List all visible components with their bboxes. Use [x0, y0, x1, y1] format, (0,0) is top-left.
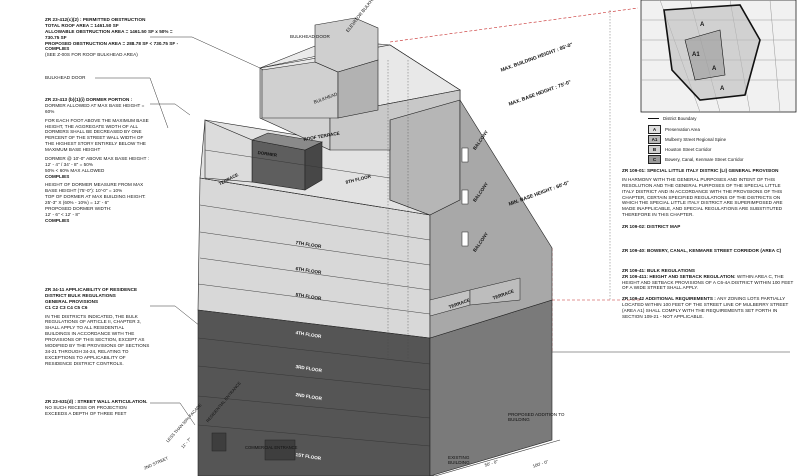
note-line: 25'-3" X (60% - 10%) = 12' - 6" [45, 200, 109, 205]
note-line: IN THE DISTRICTS INDICATED, THE BULK REG… [45, 313, 150, 366]
section-title: ZR 109-42 ADDITIONAL REQUIREMENTS : [622, 296, 716, 302]
section-body: ANY ZONING LOTS PARTIALLY LOCATED WITHIN… [622, 296, 789, 319]
section-body: IN HARMONY WITH THE GENERAL PURPOSES AND… [622, 176, 783, 218]
legend-swatch: C [648, 155, 661, 164]
legend-row: District Boundary [648, 116, 696, 121]
note-line: TOTAL ROOF AREA = 1461.50 SF [45, 22, 119, 28]
legend-label: Bowery, Canal, Kenmare Street Corridor [665, 157, 744, 162]
commercial-entrance-label: COMMERCIAL ENTRANCE [245, 445, 298, 450]
legend-label: Houston Street Corridor [665, 147, 712, 152]
legend-row: C Bowery, Canal, Kenmare Street Corridor [648, 155, 744, 164]
right-notes: ZR 109-01: SPECIAL LITTLE ITALY DISTRIC … [622, 168, 794, 320]
note-line: DORMER ALLOWED AT MAX BASE HEIGHT = 60% [45, 102, 145, 114]
legend-swatch: B [648, 145, 661, 154]
section-title: ZR 109-41: BULK REGULATIONS [622, 267, 695, 273]
section-body: WITHIN AREA C, THE HEIGHT AND SETBACK PR… [622, 273, 794, 291]
legend-row: A1 Mulberry Street Regional Spine [648, 135, 726, 144]
bulkhead-door-label: BULKHEAD DOOR [290, 34, 330, 39]
note-line: (SEE Z-00S FOR ROOF BULKHEAD AREA) [45, 52, 138, 58]
note-line: PROPOSED DORMER WIDTH: [45, 205, 112, 211]
permitted-obstruction-note: ZR 23-412(c)(2) : PERMITTED OBSTRUCTION … [45, 17, 180, 58]
note-title: ZR 23-631(d) : STREET WALL ARTICULATION. [45, 399, 148, 404]
note-line: COMPLIES [45, 217, 70, 223]
note-title: ZR 23-412(c)(2) : PERMITTED OBSTRUCTION [45, 17, 146, 22]
note-line: PROPOSED OBSTRUCTION AREA = 288.78 SF < … [45, 40, 179, 52]
proposed-addition-label: PROPOSED ADDITION TO BUILDING [508, 412, 565, 422]
legend-label: Preservation Area [665, 127, 700, 132]
legend-row: A Preservation Area [648, 125, 700, 134]
legend-label: Mulberry Street Regional Spine [665, 137, 727, 142]
note-title: ZR 34-11 APPLICABILITY OF RESIDENCE DIST… [45, 287, 138, 298]
note-line: 12' - 4" / 34' - 8" = 50% [45, 161, 94, 167]
note-line: ALLOWABLE OBSTRUCTION AREA = 1461.50 SF … [45, 28, 173, 40]
dormer-note: ZR 23-413 (b)(1)(i) DORMER PORTION : DOR… [45, 97, 150, 224]
note-line: HEIGHT OF DORMER MEASURE FROM MAX BASE H… [45, 182, 144, 194]
map-area-label: A [720, 86, 725, 92]
note-line: GENERAL PROVISIONS [45, 298, 99, 304]
note-line: 12' - 6" < 12' - 8" [45, 211, 80, 217]
legend-label: District Boundary [663, 116, 697, 121]
section-title: ZR 109-02: DISTRICT MAP [622, 224, 681, 229]
legend-swatch: A1 [648, 135, 661, 144]
note-line: TOP OF DORMER AT MAX BUILDING HEIGHT: [45, 194, 146, 200]
section-title: ZR 109-01: SPECIAL LITTLE ITALY DISTRIC … [622, 168, 779, 173]
note-title: ZR 23-413 (b)(1)(i) DORMER PORTION : [45, 97, 133, 102]
map-area-label: A [700, 22, 705, 28]
note-line: DORMER @ 10'-0" ABOVE MAX BASE HEIGHT : [45, 155, 149, 161]
note-line: COMPLIES [45, 173, 70, 179]
applicability-note: ZR 34-11 APPLICABILITY OF RESIDENCE DIST… [45, 287, 150, 366]
map-area-label: A [712, 66, 717, 72]
note-line: C1 C2 C3 C4 C5 C6 [45, 304, 88, 310]
street-wall-note: ZR 23-631(d) : STREET WALL ARTICULATION.… [45, 399, 150, 417]
section-title: ZR 109-411: HEIGHT AND SETBACK REGULATIO… [622, 273, 736, 279]
bulkhead-door-label-left: BULKHEAD DOOR [45, 75, 86, 80]
note-line: NO SUCH RECESS OR PROJECTION EXCEEDS A D… [45, 404, 127, 416]
legend-row: B Houston Street Corridor [648, 145, 711, 154]
note-line: 50% < 60% MAX ALLOWED [45, 167, 105, 173]
existing-building-label: EXISTING BUILDING [448, 455, 470, 465]
section-title: ZR 109-40: BOWERY, CANAL, KENMARE STREET… [622, 247, 782, 253]
map-area-label: A1 [692, 52, 700, 58]
note-line: FOR EACH FOOT ABOVE THE MAXIMUM BASE HEI… [45, 117, 149, 152]
legend-swatch: A [648, 125, 661, 134]
boundary-swatch [648, 118, 659, 119]
